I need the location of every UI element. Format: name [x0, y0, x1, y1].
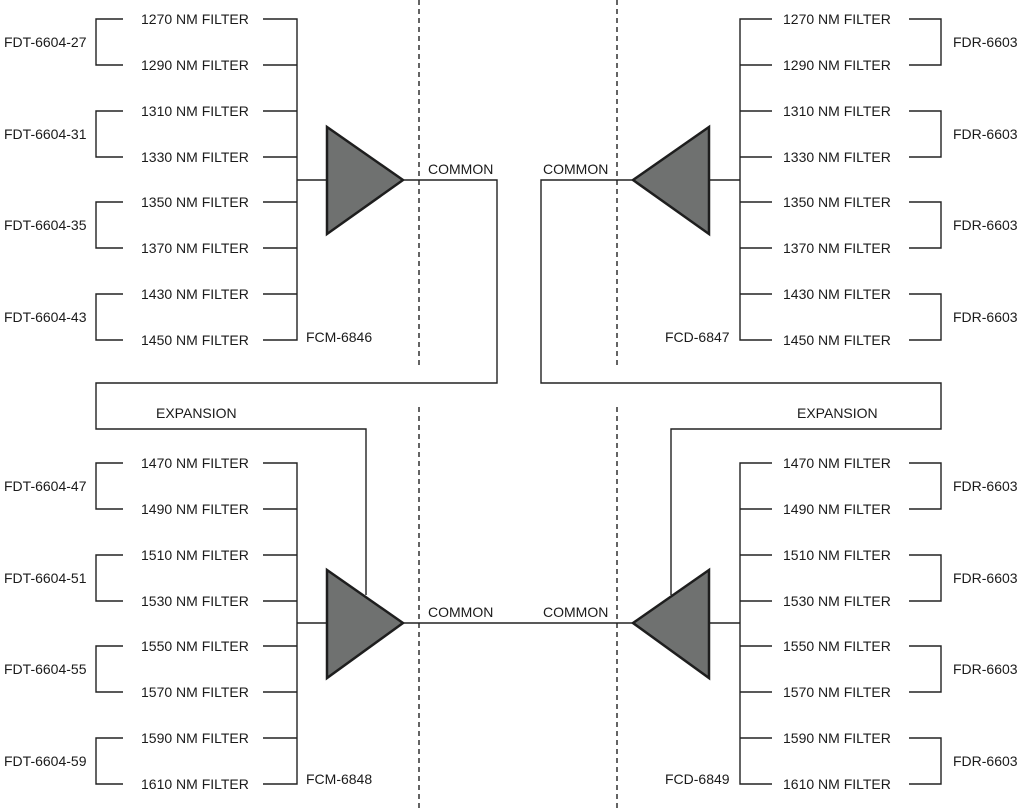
common-expansion-wiring [95, 179, 942, 624]
group-label: FDT-6604-47 [4, 478, 87, 494]
group-label: FDR-6603 [953, 570, 1018, 586]
group-label: FDT-6604-27 [4, 34, 87, 50]
filter-label: 1470 NM FILTER [141, 455, 249, 471]
module-label: FCM-6846 [306, 329, 372, 345]
filter-label: 1430 NM FILTER [141, 286, 249, 302]
fcm-6848-mux-block: 1470 NM FILTER 1490 NM FILTER 1510 NM FI… [4, 405, 493, 792]
filter-label: 1490 NM FILTER [141, 501, 249, 517]
filter-label: 1330 NM FILTER [141, 149, 249, 165]
module-label: FCD-6847 [665, 329, 730, 345]
filter-label: 1590 NM FILTER [141, 730, 249, 746]
group-label: FDR-6603 [953, 309, 1018, 325]
group-label: FDR-6603 [953, 661, 1018, 677]
mux-amplifier-triangle [325, 567, 406, 681]
group-label: FDR-6603 [953, 217, 1018, 233]
expansion-label: EXPANSION [156, 405, 237, 421]
group-label: FDT-6604-55 [4, 661, 87, 677]
common-label: COMMON [543, 604, 608, 620]
demux-amplifier-triangle [630, 124, 711, 237]
filter-label: 1310 NM FILTER [783, 103, 891, 119]
filter-label: 1270 NM FILTER [783, 11, 891, 27]
filter-label: 1370 NM FILTER [141, 240, 249, 256]
group-label: FDR-6603 [953, 753, 1018, 769]
group-label: FDT-6604-59 [4, 753, 87, 769]
common-label: COMMON [543, 161, 608, 177]
common-label: COMMON [428, 161, 493, 177]
filter-label: 1590 NM FILTER [783, 730, 891, 746]
filter-label: 1550 NM FILTER [783, 638, 891, 654]
demux-amplifier-triangle [630, 567, 711, 681]
filter-label: 1530 NM FILTER [783, 593, 891, 609]
filter-label: 1490 NM FILTER [783, 501, 891, 517]
filter-label: 1570 NM FILTER [141, 684, 249, 700]
filter-label: 1550 NM FILTER [141, 638, 249, 654]
filter-label: 1290 NM FILTER [141, 57, 249, 73]
filter-label: 1350 NM FILTER [141, 194, 249, 210]
filter-label: 1270 NM FILTER [141, 11, 249, 27]
fcd-6847-demux-block: 1270 NM FILTER 1290 NM FILTER 1310 NM FI… [543, 11, 1018, 348]
group-label: FDR-6603 [953, 478, 1018, 494]
filter-label: 1450 NM FILTER [783, 332, 891, 348]
filter-label: 1510 NM FILTER [141, 547, 249, 563]
module-label: FCD-6849 [665, 771, 730, 787]
filter-label: 1510 NM FILTER [783, 547, 891, 563]
module-label: FCM-6848 [306, 771, 372, 787]
filter-label: 1450 NM FILTER [141, 332, 249, 348]
filter-label: 1370 NM FILTER [783, 240, 891, 256]
filter-label: 1290 NM FILTER [783, 57, 891, 73]
group-label: FDR-6603 [953, 34, 1018, 50]
filter-label: 1570 NM FILTER [783, 684, 891, 700]
filter-label: 1610 NM FILTER [141, 776, 249, 792]
expansion-label: EXPANSION [797, 405, 878, 421]
group-label: FDT-6604-35 [4, 217, 87, 233]
filter-label: 1530 NM FILTER [141, 593, 249, 609]
group-label: FDR-6603 [953, 126, 1018, 142]
mux-amplifier-triangle [325, 124, 406, 237]
filter-label: 1330 NM FILTER [783, 149, 891, 165]
filter-label: 1610 NM FILTER [783, 776, 891, 792]
group-label: FDT-6604-51 [4, 570, 87, 586]
filter-label: 1350 NM FILTER [783, 194, 891, 210]
fcd-6849-demux-block: 1470 NM FILTER 1490 NM FILTER 1510 NM FI… [543, 405, 1018, 792]
fcm-6846-mux-block: 1270 NM FILTER 1290 NM FILTER 1310 NM FI… [4, 11, 493, 348]
filter-label: 1310 NM FILTER [141, 103, 249, 119]
group-label: FDT-6604-43 [4, 309, 87, 325]
group-label: FDT-6604-31 [4, 126, 87, 142]
filter-label: 1430 NM FILTER [783, 286, 891, 302]
filter-label: 1470 NM FILTER [783, 455, 891, 471]
common-label: COMMON [428, 604, 493, 620]
